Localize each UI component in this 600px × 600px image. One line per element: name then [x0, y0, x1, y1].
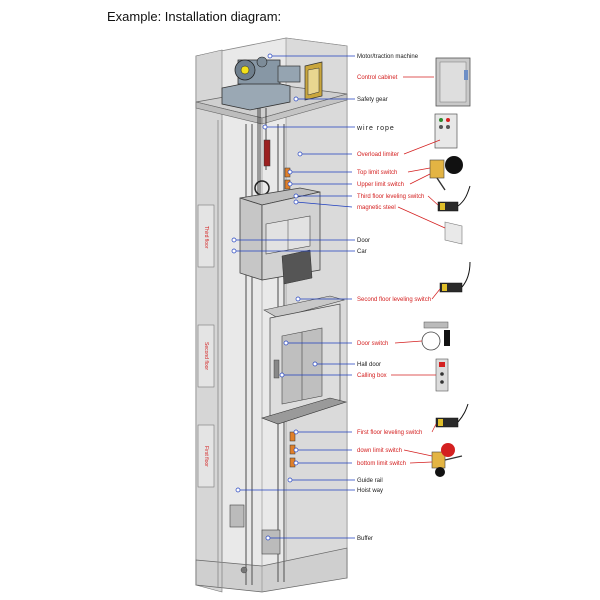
- label-hoist-way: Hoist way: [357, 488, 383, 494]
- leader-dots: [231, 53, 318, 541]
- label-car: Car: [357, 249, 367, 255]
- label-door: Door: [357, 238, 370, 244]
- label-safety-gear: Safety gear: [357, 97, 388, 103]
- floor-label-third: Third floor: [203, 226, 209, 249]
- component-labels: Motor/traction machine Control cabinet S…: [356, 54, 431, 542]
- label-magnetic-steel: magnetic steel: [357, 205, 396, 211]
- label-motor: Motor/traction machine: [357, 54, 419, 60]
- leveling-switch-illustration-third: [437, 185, 471, 212]
- leader-lines: [234, 55, 446, 539]
- label-control-cabinet: Control cabinet: [357, 75, 398, 81]
- calling-box-illustration: [435, 358, 449, 392]
- traction-machine: [221, 56, 301, 111]
- overload-device-illustration: [434, 113, 458, 149]
- leveling-switch-illustration-first: [435, 403, 469, 428]
- label-down-limit-switch: down limit switch: [357, 448, 402, 454]
- label-third-floor-leveling: Third floor leveling switch: [357, 194, 424, 200]
- floor-label-first: First floor: [203, 446, 209, 467]
- label-door-switch: Door switch: [357, 341, 388, 347]
- label-upper-limit-switch: Upper limit switch: [357, 182, 404, 188]
- label-bottom-limit-switch: bottom limit switch: [357, 461, 406, 467]
- control-cabinet-illustration: [435, 57, 471, 107]
- pit-buffers: [229, 504, 281, 574]
- label-calling-box: Calling box: [357, 373, 387, 379]
- label-hall-door: Hall door: [357, 362, 381, 368]
- leveling-switch-illustration-second: [439, 261, 471, 293]
- door-switch-illustration: [421, 321, 450, 351]
- label-overload-limiter: Overload limiter: [357, 152, 399, 158]
- label-wire-rope: wire rope: [356, 125, 395, 132]
- label-second-floor-leveling: Second floor leveling switch: [357, 297, 431, 303]
- label-first-floor-leveling: First floor leveling switch: [357, 430, 422, 436]
- hall-door-assembly: [261, 295, 348, 425]
- page-title: Example: Installation diagram:: [107, 9, 282, 24]
- elevator-car: [239, 187, 321, 285]
- label-top-limit-switch: Top limit switch: [357, 170, 397, 176]
- limit-switch-illustration-top: [429, 156, 463, 191]
- floor-labels: Third floor Second floor First floor: [203, 226, 209, 467]
- magnetic-steel-illustration: [444, 221, 463, 245]
- control-cabinet: [304, 61, 323, 101]
- label-buffer: Buffer: [357, 536, 373, 542]
- floor-label-second: Second floor: [203, 342, 209, 370]
- limit-switch-illustration-bottom: [431, 443, 463, 477]
- floor-door-panels: [197, 204, 215, 488]
- label-guide-rail: Guide rail: [357, 478, 383, 484]
